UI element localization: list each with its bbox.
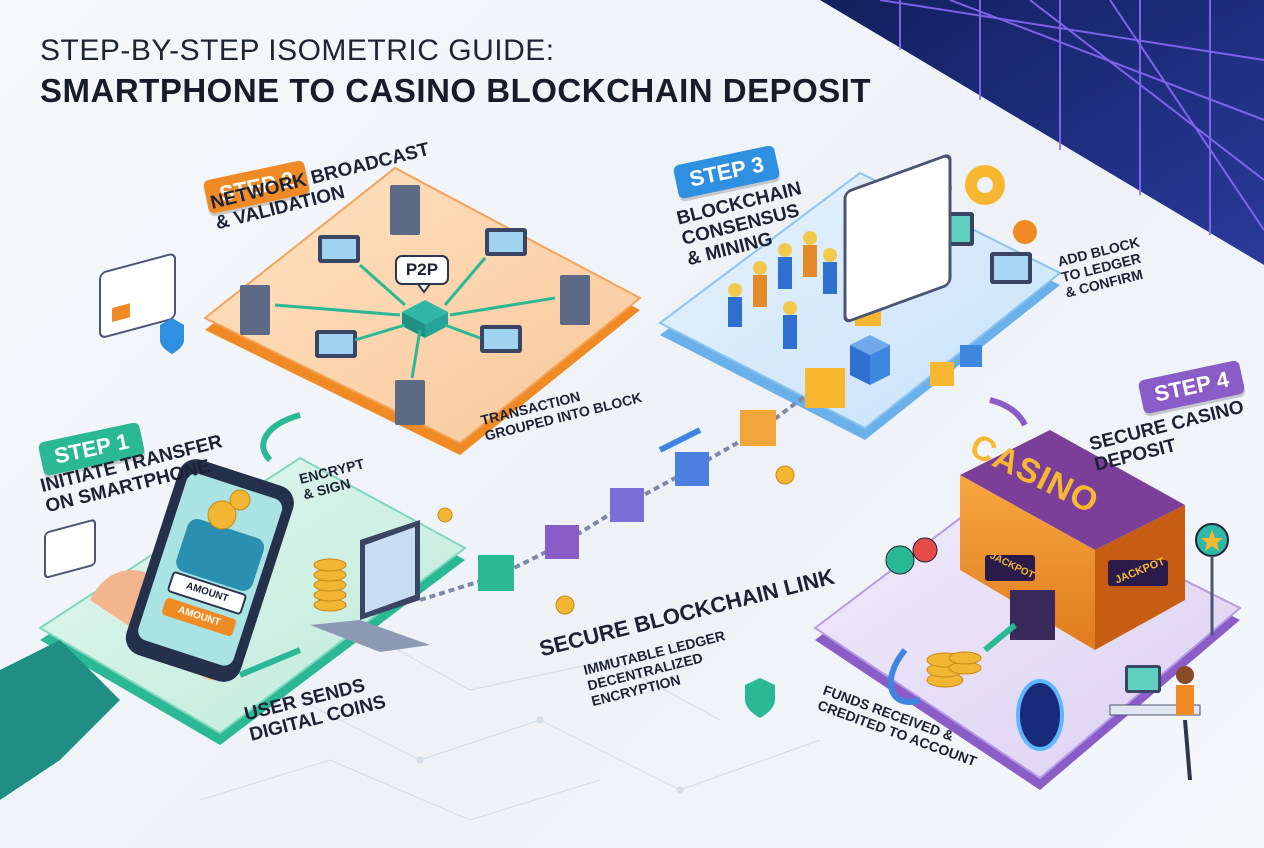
miners-group xyxy=(728,231,837,349)
left-security-card xyxy=(44,253,184,579)
casino-platform xyxy=(813,154,1242,790)
page-title-line2: SMARTPHONE TO CASINO BLOCKCHAIN DEPOSIT xyxy=(40,72,872,109)
floor-network-lines xyxy=(199,639,821,821)
network-platform xyxy=(203,166,642,455)
flow-arrows xyxy=(238,397,1028,678)
neon-grid-backdrop xyxy=(820,0,1264,265)
blockchain-link xyxy=(419,368,845,718)
p2p-bubble-shape xyxy=(395,255,449,294)
p2p-label: P2P xyxy=(405,260,439,279)
page-title-line1: STEP-BY-STEP ISOMETRIC GUIDE: xyxy=(40,34,555,67)
